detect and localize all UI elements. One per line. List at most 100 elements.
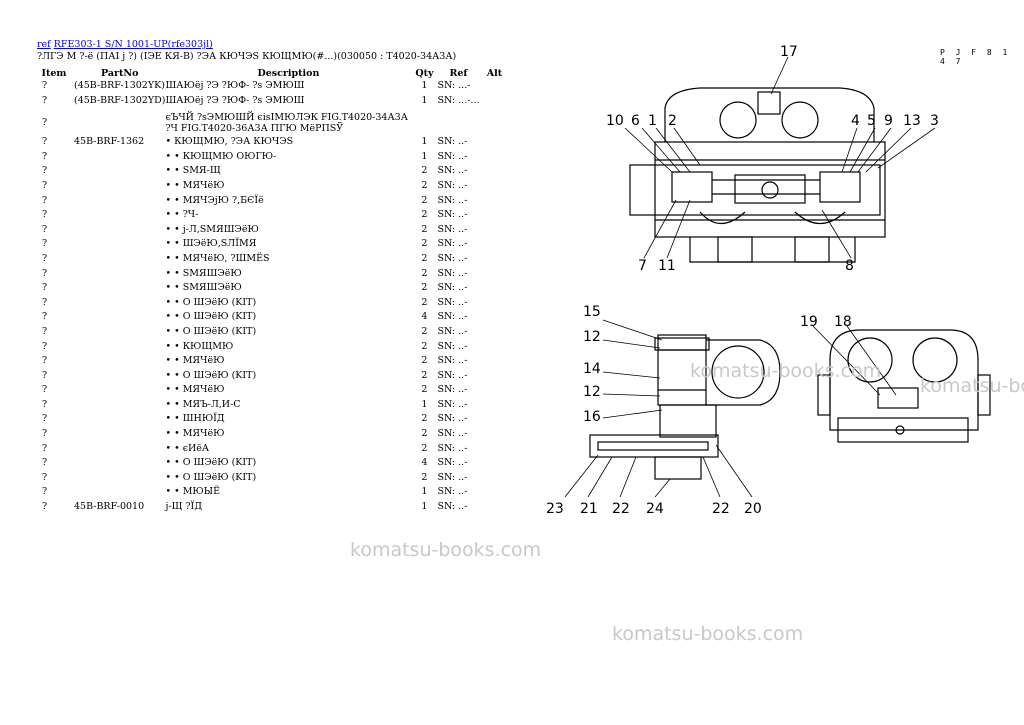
cell-qty: 2 — [421, 340, 428, 352]
cell-qty: 2 — [421, 471, 428, 483]
cell-item: ? — [42, 442, 48, 454]
cell-ref: SN: ..- — [437, 179, 468, 191]
cell-description: • • єИёА — [165, 442, 210, 454]
callout-label: 24 — [646, 501, 664, 517]
drawing-code: P J F 8 1 4 7 — [940, 48, 1011, 66]
cell-description: ШАЮёј ?Э ?ЮФ- ?ѕ ЭМЮШ — [165, 94, 305, 106]
cell-description: • • МЯЧЭјЮ ?,БЄЇё — [165, 194, 264, 206]
callout-label: 14 — [583, 361, 601, 377]
callout-label: 16 — [583, 409, 601, 425]
cell-item: ? — [42, 296, 48, 308]
cell-qty: 2 — [421, 179, 428, 191]
callout-label: 13 — [903, 113, 921, 129]
cell-description: • • МЯЪ-Л,И-С — [165, 398, 241, 410]
callout-label: 5 — [867, 113, 876, 129]
watermark: komatsu-books.com — [920, 375, 1024, 397]
cell-ref: SN: ..- — [437, 398, 468, 410]
cell-ref: SN: ..- — [437, 413, 468, 425]
cell-ref: SN: ..- — [437, 442, 468, 454]
cell-item: ? — [42, 413, 48, 425]
ref-link[interactable]: ref — [37, 39, 51, 50]
cell-description: • • МЯЧёЮ — [165, 355, 225, 367]
model-link[interactable]: RFE303-1 S/N 1001-UP(rfe303jl) — [53, 39, 213, 50]
cell-item: ? — [42, 165, 48, 177]
cell-qty: 1 — [421, 398, 428, 410]
callout-label: 23 — [546, 501, 564, 517]
callout-label: 8 — [845, 258, 854, 274]
cell-qty: 2 — [421, 369, 428, 381]
cell-description: • • МЯЧёЮ — [165, 179, 225, 191]
cell-ref: SN: ..- — [437, 355, 468, 367]
cell-ref: SN: ..- — [437, 267, 468, 279]
cell-ref: SN: ..- — [437, 238, 468, 250]
cell-item: ? — [42, 340, 48, 352]
cell-description: ј-Щ ?ЇД — [165, 501, 203, 513]
callout-label: 9 — [884, 113, 893, 129]
cell-qty: 2 — [421, 413, 428, 425]
page-subtitle: ?ЛГЭ М ?-ё (ПАІ ј ?) (ІЭЕ КЯ-В) ?ЭА КЮЧЭ… — [37, 51, 457, 62]
callout-label: 7 — [638, 258, 647, 274]
callout-label: 1 — [648, 113, 657, 129]
cell-partno: 45B-BRF-0010 — [74, 501, 145, 513]
cell-item: ? — [42, 94, 48, 106]
cell-ref: SN: ...- — [437, 80, 471, 91]
cell-ref: SN: ..- — [437, 501, 468, 513]
cell-ref: SN: ..- — [437, 340, 468, 352]
callout-label: 6 — [631, 113, 640, 129]
callout-label: 11 — [658, 258, 676, 274]
cell-ref: SN: ..- — [437, 428, 468, 440]
cell-description: • • О ШЭёЮ (KIT) — [165, 457, 257, 469]
cell-item: ? — [42, 117, 48, 129]
cell-qty: 1 — [421, 501, 428, 513]
cell-qty: 2 — [421, 165, 428, 177]
callout-label: 12 — [583, 329, 601, 345]
cell-description: • • ЅМЯШЭёЮ — [165, 267, 242, 279]
cell-qty: 4 — [421, 457, 428, 469]
cell-qty: 1 — [421, 150, 428, 162]
cell-qty: 2 — [421, 267, 428, 279]
callout-label: 18 — [834, 314, 852, 330]
cell-item: ? — [42, 223, 48, 235]
callout-label: 21 — [580, 501, 598, 517]
page-header: ref RFE303-1 S/N 1001-UP(rfe303jl) ?ЛГЭ … — [37, 39, 456, 63]
callout-label: 22 — [712, 501, 730, 517]
cell-description: єЪЧЙ ?ѕЭМЮШЙ єisIМЮЛЭК FIG.Т4020-34А3А ?… — [165, 111, 408, 134]
cell-qty: 2 — [421, 325, 428, 337]
cell-item: ? — [42, 486, 48, 498]
cell-item: ? — [42, 384, 48, 396]
cell-partno: 45B-BRF-1362 — [74, 136, 145, 148]
callout-label: 10 — [606, 113, 624, 129]
watermark: komatsu-books.com — [612, 623, 804, 645]
cell-item: ? — [42, 238, 48, 250]
cell-description: • • КЮЩМЮ ОЮГЮ- — [165, 150, 277, 162]
cell-description: • • ј-Л,ЅМЯШЭёЮ — [165, 223, 259, 235]
cell-qty: 2 — [421, 282, 428, 294]
callout-label: 15 — [583, 304, 601, 320]
col-partno: PartNo — [100, 67, 139, 79]
cell-description: • • МЯЧёЮ — [165, 428, 225, 440]
table-row: ? єЪЧЙ ?ѕЭМЮШЙ єisIМЮЛЭК FIG.Т4020-34А3А … — [34, 109, 509, 136]
watermark: komatsu-books.com — [350, 539, 542, 561]
cell-item: ? — [42, 501, 48, 513]
col-qty: Qty — [415, 67, 434, 79]
cell-ref: SN: ..- — [437, 311, 468, 323]
callout-label: 4 — [851, 113, 860, 129]
cell-ref: SN: ..- — [437, 457, 468, 469]
table-header-row: Item PartNo Description Qty Ref Alt — [34, 66, 509, 80]
